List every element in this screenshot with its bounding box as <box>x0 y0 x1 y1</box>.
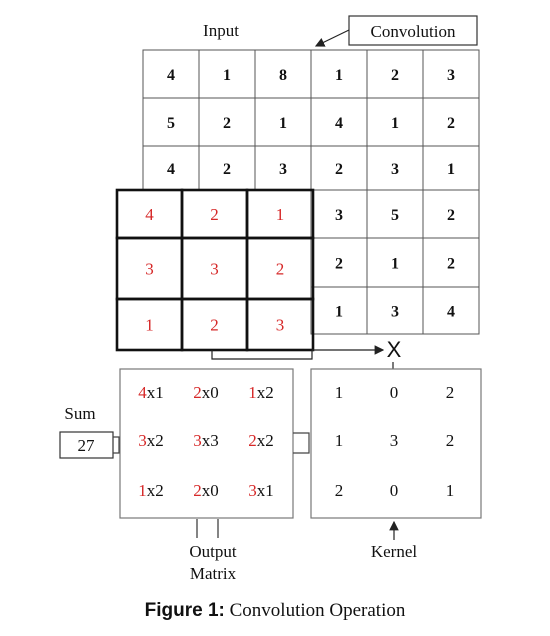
input-cell-value: 1 <box>391 256 399 273</box>
window-cell-value: 3 <box>145 260 154 279</box>
kernel-cell: 1 <box>446 481 455 500</box>
output-cell: 2x0 <box>193 383 219 402</box>
input-cell <box>422 286 480 335</box>
kernel-cell: 0 <box>390 383 399 402</box>
input-cell <box>310 189 368 239</box>
window-cell-value: 3 <box>210 260 219 279</box>
input-cell-value: 3 <box>279 161 287 178</box>
input-cell-value: 2 <box>335 161 343 178</box>
input-cell-value: 2 <box>447 115 455 132</box>
output-cell: 2x2 <box>248 431 274 450</box>
input-cell-value: 3 <box>391 304 399 321</box>
input-cell-value: 1 <box>335 67 343 84</box>
input-cell-value: 5 <box>391 207 399 224</box>
input-cell-value: 4 <box>167 67 175 84</box>
sum-bracket <box>113 436 120 454</box>
output-matrix-box <box>119 368 294 519</box>
input-cell-value: 2 <box>391 67 399 84</box>
input-cell-value: 3 <box>391 161 399 178</box>
output-label-line2: Matrix <box>190 564 237 583</box>
sum-label: Sum <box>64 404 95 423</box>
figure-caption-number: Figure 1: <box>144 600 225 621</box>
input-cell <box>254 97 312 147</box>
output-label-line1: Output <box>189 542 237 561</box>
window-cell-value: 1 <box>276 205 285 224</box>
figure-caption: Figure 1: Convolution Operation <box>0 600 550 622</box>
input-cell-value: 4 <box>335 115 343 132</box>
window-cell-value: 1 <box>145 316 154 335</box>
input-cell <box>142 49 200 99</box>
input-label: Input <box>203 21 239 40</box>
input-cell <box>366 49 424 99</box>
figure-caption-text: Convolution Operation <box>229 600 406 621</box>
input-cell-value: 4 <box>167 161 175 178</box>
input-cell <box>366 97 424 147</box>
kernel-cell: 3 <box>390 431 399 450</box>
input-cell <box>422 189 480 239</box>
input-cell <box>366 286 424 335</box>
window-cell-value: 2 <box>276 260 285 279</box>
input-cell-value: 1 <box>223 67 231 84</box>
input-cell <box>366 145 424 191</box>
input-cell-value: 2 <box>447 207 455 224</box>
convolution-label: Convolution <box>370 22 456 41</box>
output-cell: 3x1 <box>248 481 274 500</box>
output-cell: 3x3 <box>193 431 219 450</box>
input-cell <box>310 237 368 288</box>
input-cell <box>254 145 312 191</box>
input-cell-value: 2 <box>335 256 343 273</box>
kernel-label: Kernel <box>371 542 418 561</box>
kernel-cell: 1 <box>335 431 344 450</box>
input-cell-value: 1 <box>279 115 287 132</box>
kernel-cell: 2 <box>335 481 344 500</box>
input-cell-value: 1 <box>391 115 399 132</box>
input-cell-value: 3 <box>335 207 343 224</box>
input-cell <box>310 145 368 191</box>
input-cell-value: 2 <box>223 115 231 132</box>
input-cell <box>198 49 256 99</box>
input-cell-value: 2 <box>447 256 455 273</box>
kernel-box <box>310 368 482 519</box>
sum-value: 27 <box>78 436 96 455</box>
input-cell-value: 8 <box>279 67 287 84</box>
window-cell-border <box>245 297 315 352</box>
convolution-pointer-arrow <box>314 29 350 47</box>
input-cell <box>142 97 200 147</box>
kernel-grid: 1 0 2 1 3 2 2 0 1 <box>335 383 455 500</box>
input-cell-value: 3 <box>447 67 455 84</box>
window-cell-value: 2 <box>210 316 219 335</box>
kernel-cell: 2 <box>446 383 455 402</box>
multiply-symbol: X <box>387 337 402 362</box>
input-cell-value: 2 <box>223 161 231 178</box>
output-matrix-grid: 4x1 2x0 1x2 3x2 3x3 2x2 1x2 2x0 3x1 <box>138 383 274 500</box>
output-cell: 1x2 <box>248 383 274 402</box>
window-cell-value: 4 <box>145 205 154 224</box>
window-cell-value: 3 <box>276 316 285 335</box>
input-cell-value: 4 <box>447 304 455 321</box>
output-cell: 4x1 <box>138 383 164 402</box>
sum-box <box>59 431 114 459</box>
kernel-cell: 1 <box>335 383 344 402</box>
input-cell-value: 1 <box>447 161 455 178</box>
output-kernel-bracket <box>293 432 310 454</box>
kernel-cell: 0 <box>390 481 399 500</box>
input-cell <box>142 145 200 191</box>
window-cell-value: 2 <box>210 205 219 224</box>
input-cell <box>366 189 424 239</box>
input-cell <box>422 145 480 191</box>
input-cell <box>422 237 480 288</box>
window-overlay <box>115 188 315 352</box>
output-cell: 2x0 <box>193 481 219 500</box>
window-to-multiply-connector <box>211 345 385 360</box>
kernel-cell: 2 <box>446 431 455 450</box>
input-cell-value: 5 <box>167 115 175 132</box>
input-cell-value: 1 <box>335 304 343 321</box>
output-cell: 3x2 <box>138 431 164 450</box>
input-grid: 4 1 8 1 2 3 5 2 1 4 1 2 4 2 3 2 3 1 4 2 1 3 5 2 3 3 2 2 1 2 1 2 3 1 3 4 <box>142 49 480 335</box>
output-cell: 1x2 <box>138 481 164 500</box>
